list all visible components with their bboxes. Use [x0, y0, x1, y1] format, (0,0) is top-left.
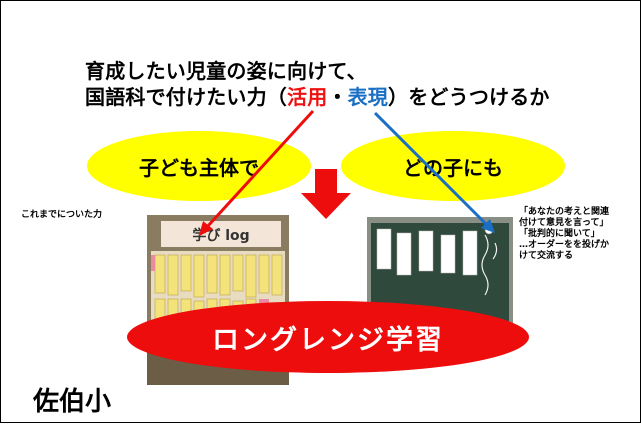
note-orders-line: 「批判的に聞いて」 [519, 229, 600, 239]
school-name: 佐伯小 [33, 387, 112, 417]
long-range-learning-label: ロングレンジ学習 [212, 324, 444, 356]
keyword-katsuyo: 活用 [287, 85, 328, 109]
note-orders-line: けて交流する [519, 251, 574, 261]
bubble-child-centered-label: 子ども主体で [139, 155, 259, 180]
long-range-learning-badge: ロングレンジ学習 [127, 301, 529, 373]
learning-log-sign-text: 学び log [192, 227, 249, 244]
title-line-2: 国語科で付けたい力（活用・表現）をどうつけるか [85, 85, 550, 109]
note-orders-line: 「あなたの考えと関連 [519, 207, 610, 217]
bubble-every-child-label: どの子にも [403, 155, 503, 180]
note-orders-line: …オーダーをを投げか [519, 240, 610, 250]
note-orders-line: 付けて意見を言って」 [519, 218, 609, 228]
note-acquired-skills: これまでについた力 [21, 210, 103, 220]
title-line-1: 育成したい児童の姿に向けて、 [85, 59, 367, 83]
title-separator: ・ [327, 85, 348, 109]
bubble-every-child: どの子にも [341, 131, 565, 201]
note-orders: 「あなたの考えと関連 付けて意見を言って」 「批判的に聞いて」 …オーダーをを投… [519, 207, 609, 262]
keyword-hyogen: 表現 [347, 85, 389, 109]
title-line-2-suffix: ）をどうつけるか [388, 85, 550, 109]
red-down-arrow [301, 169, 351, 219]
bubble-child-centered: 子ども主体で [87, 131, 311, 201]
title-line-2-prefix: 国語科で付けたい力（ [85, 85, 287, 109]
